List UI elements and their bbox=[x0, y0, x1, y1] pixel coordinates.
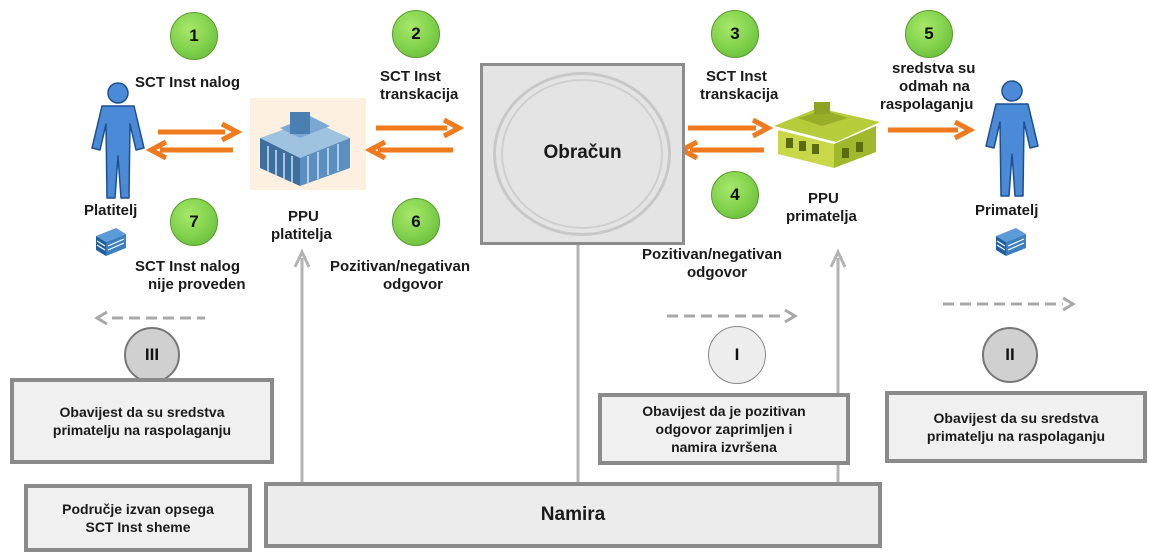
arrow-payee-psp-to-clearing bbox=[676, 139, 764, 161]
payer-label: Platitelj bbox=[84, 202, 138, 219]
step-5-label-line1: sredstva su bbox=[892, 60, 976, 77]
step-2-badge: 2 bbox=[392, 10, 440, 58]
payer-bank-small-icon bbox=[96, 228, 126, 256]
step-6-badge: 6 bbox=[392, 198, 440, 246]
step-4-label-line2: odgovor bbox=[687, 264, 747, 281]
step-3-label-line2: transkacija bbox=[700, 86, 779, 103]
dashed-arrow-II bbox=[943, 296, 1076, 312]
step-6-label-line1: Pozitivan/negativan bbox=[330, 258, 471, 275]
notification-II-text-line2: primatelju na raspolaganju bbox=[926, 428, 1106, 444]
clearing-label: Obračun bbox=[543, 142, 622, 163]
arrow-clearing-to-payee-psp bbox=[688, 117, 774, 139]
notification-III-text-line2: primatelju na raspolaganju bbox=[52, 422, 232, 438]
step-2-label-line2: transkacija bbox=[380, 86, 459, 103]
legend-text-line2: SCT Inst sheme bbox=[85, 519, 191, 535]
notification-III-text-line1: Obavijest da su sredstva bbox=[59, 404, 225, 420]
legend-text-line1: Područje izvan opsega bbox=[62, 501, 214, 517]
step-3-badge: 3 bbox=[711, 10, 759, 58]
step-4-badge: 4 bbox=[711, 171, 759, 219]
step-7-label-line1: SCT Inst nalog bbox=[135, 258, 240, 275]
payee-bank-small-icon bbox=[996, 228, 1026, 256]
notification-I-badge: I bbox=[708, 326, 766, 384]
dashed-arrow-III bbox=[94, 310, 205, 326]
clearing-ring bbox=[493, 72, 671, 236]
notification-II-text-line1: Obavijest da su sredstva bbox=[933, 410, 1099, 426]
legend-box: Područje izvan opsega SCT Inst sheme bbox=[24, 484, 252, 552]
notification-III-badge: III bbox=[124, 327, 180, 383]
dashed-arrow-I bbox=[667, 308, 798, 324]
notification-II-box: Obavijest da su sredstva primatelju na r… bbox=[885, 391, 1147, 463]
arrow-payer-to-psp bbox=[158, 121, 243, 143]
step-7-badge: 7 bbox=[170, 198, 218, 246]
payer-bank-building-icon bbox=[250, 98, 366, 190]
payer-psp-label-line2: platitelja bbox=[271, 226, 332, 243]
arrow-psp-to-clearing bbox=[376, 117, 465, 139]
notification-I-text-line2: odgovor zaprimljen i bbox=[655, 421, 793, 437]
step-5-label-line3: raspolaganju bbox=[880, 96, 974, 113]
notification-I-box: Obavijest da je pozitivan odgovor zaprim… bbox=[598, 393, 850, 465]
payee-label: Primatelj bbox=[975, 202, 1039, 219]
payee-person-icon bbox=[985, 80, 1039, 197]
step-7-label-line2: nije proveden bbox=[148, 276, 246, 293]
settlement-label: Namira bbox=[540, 504, 606, 525]
arrow-payee-psp-to-payee bbox=[888, 119, 976, 141]
arrow-psp-to-payer bbox=[145, 139, 233, 161]
step-6-label-line2: odgovor bbox=[383, 276, 443, 293]
notification-I-text-line3: namira izvršena bbox=[671, 439, 777, 455]
arrow-clearing-to-psp bbox=[364, 139, 453, 161]
payer-person-icon bbox=[91, 82, 145, 199]
payee-bank-building-icon bbox=[774, 102, 880, 168]
step-4-label-line1: Pozitivan/negativan bbox=[642, 246, 783, 263]
payee-psp-label-line1: PPU bbox=[808, 190, 839, 207]
payer-psp-label-line1: PPU bbox=[288, 208, 319, 225]
payee-psp-label-line2: primatelja bbox=[786, 208, 857, 225]
step-5-badge: 5 bbox=[905, 10, 953, 58]
clearing-box: Obračun bbox=[480, 63, 685, 245]
step-2-label-line1: SCT Inst bbox=[380, 68, 441, 85]
notification-II-badge: II bbox=[982, 327, 1038, 383]
settlement-box: Namira bbox=[264, 482, 882, 548]
step-3-label-line1: SCT Inst bbox=[706, 68, 767, 85]
step-1-label: SCT Inst nalog bbox=[135, 74, 240, 91]
notification-III-box: Obavijest da su sredstva primatelju na r… bbox=[10, 378, 274, 464]
clearing-ring-inner bbox=[501, 79, 663, 229]
step-1-badge: 1 bbox=[170, 12, 218, 60]
notification-I-text-line1: Obavijest da je pozitivan bbox=[642, 403, 806, 419]
step-5-label-line2: odmah na bbox=[899, 78, 970, 95]
